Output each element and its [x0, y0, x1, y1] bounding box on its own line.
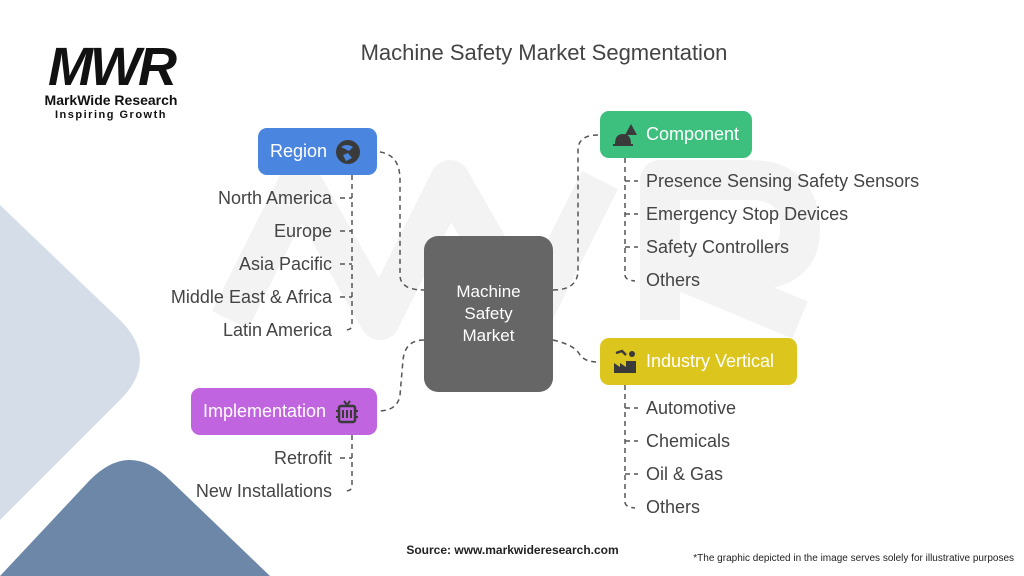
list-item: Retrofit	[273, 448, 332, 468]
page-title: Machine Safety Market Segmentation	[360, 40, 728, 65]
logo-mark: MWR	[48, 37, 177, 97]
list-item: Chemicals	[646, 431, 731, 451]
component-node: Component	[600, 111, 752, 158]
list-item: Middle East & Africa	[170, 287, 332, 307]
list-item: Oil & Gas	[646, 464, 724, 484]
logo: MWR MarkWide Research Inspiring Growth	[36, 37, 186, 122]
region-node: Region	[258, 128, 377, 175]
component-label: Component	[646, 124, 740, 144]
list-item: Latin America	[222, 320, 332, 340]
connectors	[340, 134, 638, 509]
implementation-node: Implementation	[191, 388, 377, 435]
list-item: Automotive	[646, 398, 737, 418]
industry-vertical-node: Industry Vertical	[600, 338, 797, 385]
retrofit-device-icon	[336, 399, 359, 423]
implementation-label: Implementation	[203, 401, 327, 421]
globe-icon	[336, 139, 361, 164]
list-item: Others	[646, 270, 701, 290]
list-item: Presence Sensing Safety Sensors	[646, 171, 920, 191]
factory-robot-icon	[614, 349, 636, 373]
region-label: Region	[270, 141, 328, 161]
center-line: Safety	[464, 304, 513, 323]
list-item: Europe	[273, 221, 332, 241]
center-line: Machine	[456, 282, 521, 301]
source-text: Source: www.markwideresearch.com	[406, 543, 619, 557]
logo-name: MarkWide Research	[44, 92, 178, 108]
list-item: New Installations	[195, 481, 332, 501]
list-item: Emergency Stop Devices	[646, 204, 849, 224]
logo-tagline: Inspiring Growth	[55, 109, 167, 121]
industry-vertical-label: Industry Vertical	[646, 351, 775, 371]
disclaimer-text: *The graphic depicted in the image serve…	[693, 553, 1014, 564]
list-item: Safety Controllers	[646, 237, 790, 257]
list-item: Asia Pacific	[238, 254, 332, 274]
decor-dark-shape	[0, 460, 270, 576]
decor-light-shape	[0, 205, 140, 520]
list-item: North America	[217, 188, 332, 208]
list-item: Others	[646, 497, 701, 517]
safety-helmet-warning-icon	[613, 123, 637, 146]
center-line: Market	[462, 326, 515, 345]
